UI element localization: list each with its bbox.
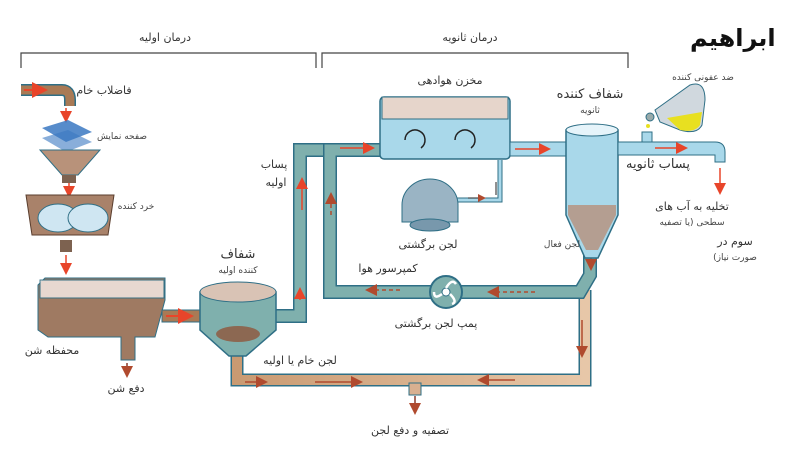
- aeration-tank-label: مخزن هوادهی: [417, 74, 483, 87]
- disinfectant-label: ضد عفونی کننده: [672, 73, 734, 83]
- return-sludge-label: لجن برگشتی: [398, 238, 458, 251]
- grit-chamber-label: محفظه شن: [24, 344, 80, 357]
- disinfectant-bottle-icon: [645, 83, 706, 133]
- secondary-clarifier-sublabel: ثانویه: [580, 106, 600, 116]
- aeration-tank: [379, 96, 511, 160]
- screen-grid: [38, 120, 102, 183]
- screen-label: صفحه نمایش: [96, 132, 148, 142]
- activated-sludge-label: لجن فعال: [543, 240, 581, 250]
- stage-secondary-label: درمان ثانویه: [442, 31, 498, 44]
- brand-logo: ابراهیم: [690, 24, 776, 52]
- discharge-label-3: سوم در: [717, 235, 753, 248]
- primary-clarifier-sublabel: کننده اولیه: [218, 266, 258, 276]
- air-compressor-label: کمپرسور هوا: [358, 262, 418, 275]
- air-compressor: [401, 178, 459, 232]
- primary-effluent-label: پساب: [260, 158, 288, 171]
- discharge-label-1: تخلیه به آب های: [655, 200, 729, 213]
- grit-disposal-label: دفع شن: [107, 382, 145, 395]
- primary-bracket: [20, 52, 317, 68]
- grit-chamber: [37, 277, 166, 361]
- secondary-bracket: [321, 52, 629, 68]
- stage-primary-label: درمان اولیه: [139, 31, 191, 44]
- grinder-label: خرد کننده: [117, 202, 155, 212]
- secondary-effluent-pipe: [617, 141, 726, 163]
- secondary-clarifier: [565, 123, 619, 259]
- raw-sludge-label: لجن خام یا اولیه: [263, 354, 337, 367]
- grinder: [25, 194, 115, 252]
- primary-effluent-sublabel: اولیه: [265, 176, 287, 189]
- secondary-effluent-label: پساب ثانویه: [625, 157, 691, 172]
- primary-clarifier-label: شفاف: [220, 247, 256, 262]
- sludge-treatment-label: تصفیه و دفع لجن: [370, 424, 450, 437]
- discharge-label-2: سطحی (یا تصفیه: [659, 218, 725, 228]
- primary-clarifier: [199, 281, 277, 357]
- raw-sewage-label: فاضلاب خام: [76, 84, 132, 97]
- discharge-label-4: صورت نیاز): [713, 253, 757, 263]
- return-pump-label: پمپ لجن برگشتی: [394, 317, 478, 330]
- secondary-clarifier-label: شفاف کننده: [556, 87, 624, 102]
- return-sludge-pump: [429, 275, 463, 309]
